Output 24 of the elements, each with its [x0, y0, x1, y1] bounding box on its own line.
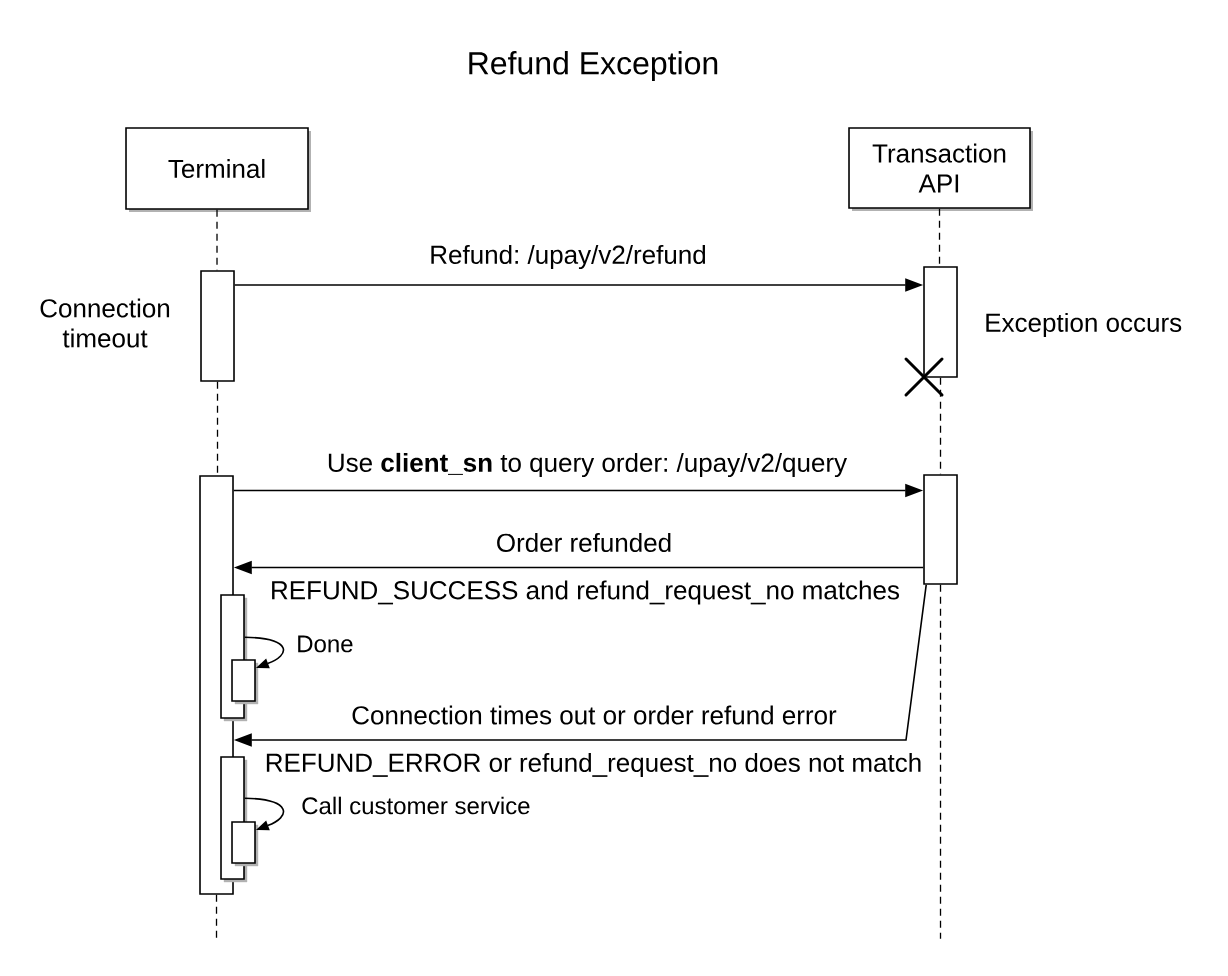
activation-bar: [231, 821, 259, 867]
condition-text: REFUND_ERROR or refund_request_no does not match: [266, 752, 921, 778]
annotation-text: Exception occurs: [986, 312, 1182, 338]
lifeline: [216, 381, 219, 476]
edge-label: Refund: /upay/v2/refund: [431, 244, 706, 270]
lifeline: [938, 208, 941, 267]
lifeline: [215, 894, 218, 940]
edge-label: Connection times out or order refund error: [352, 705, 837, 725]
self-message-arrow: [244, 797, 285, 831]
participant-box: Terminal: [125, 127, 311, 212]
activation-bar: [200, 270, 235, 382]
activation-bar: [923, 266, 958, 378]
participant-box: Transaction API: [848, 127, 1033, 211]
edge-label: Call customer service: [302, 796, 530, 815]
activation-bar: [231, 659, 259, 705]
edge-label: Use client_sn to query order: /upay/v2/query: [328, 452, 848, 478]
condition-text: REFUND_SUCCESS and refund_request_no matches: [272, 580, 899, 605]
activation-bar: [923, 474, 958, 585]
self-message-arrow: [244, 636, 285, 669]
edge-label: Done: [298, 635, 353, 653]
edge-label: Order refunded: [497, 532, 671, 553]
annotation-text: Connection timeout: [40, 298, 170, 348]
lifeline: [939, 584, 942, 940]
title: Refund Exception: [469, 51, 718, 81]
